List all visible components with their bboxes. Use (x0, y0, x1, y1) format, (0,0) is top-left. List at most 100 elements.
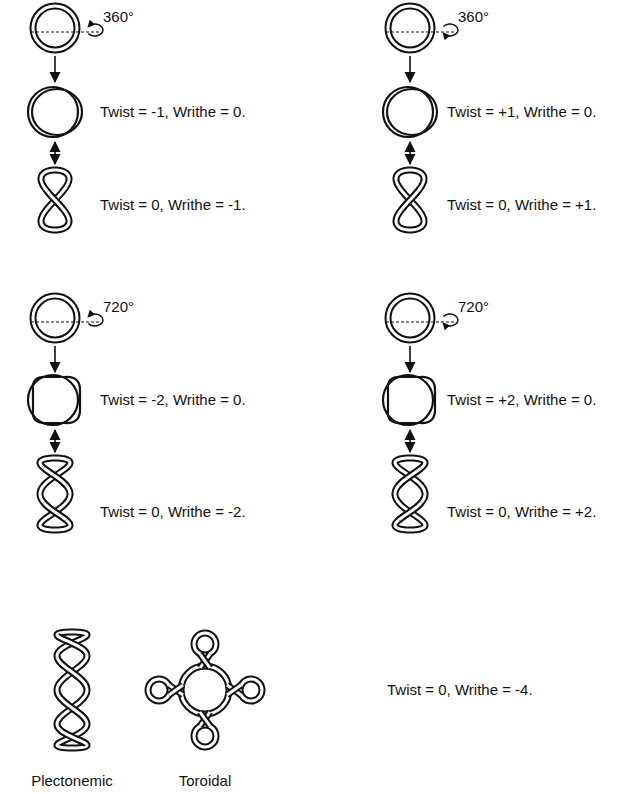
toroidal-lobe (240, 679, 262, 701)
figure-eight (396, 170, 424, 230)
plectonemic-supercoil (57, 726, 87, 745)
relaxed-circle (33, 296, 77, 340)
rotation-axis (386, 321, 454, 322)
relaxed-circle (33, 296, 77, 340)
toroidal-lobe (227, 685, 241, 695)
rotation-arrow (443, 24, 458, 36)
toroidal-lobe (227, 685, 241, 695)
toroidal-lobe (194, 633, 216, 655)
toroidal-lobe (240, 679, 262, 701)
relaxed-circle (33, 6, 77, 50)
relaxed-circle (388, 6, 432, 50)
twist-writhe-label: Twist = -2, Writhe = 0. (100, 392, 246, 409)
rotation-arrow (88, 24, 103, 36)
plectonemic-supercoil (57, 632, 87, 748)
supercoil-loop (44, 468, 66, 485)
toroidal-lobe (200, 654, 210, 668)
figure-eight (48, 192, 63, 209)
toroidal-lobe (194, 725, 216, 747)
twisted-circle (33, 377, 80, 423)
equilibrium-arrow (409, 430, 411, 452)
toroidal-lobe (200, 712, 210, 726)
relaxed-circle (388, 296, 432, 340)
rotation-angle: 360° (458, 9, 489, 26)
rotation-axis (31, 31, 99, 32)
toroidal-lobe (194, 725, 216, 747)
rotation-angle: 720° (458, 299, 489, 316)
relaxed-circle (388, 296, 432, 340)
toroidal-lobe (169, 685, 183, 695)
transition-arrow (409, 56, 411, 82)
transition-arrow (54, 56, 56, 82)
toroidal-lobe (227, 685, 241, 695)
figure-eight (41, 170, 69, 230)
transition-arrow (54, 346, 56, 372)
equilibrium-arrow (409, 142, 411, 164)
twisted-circle (28, 375, 78, 425)
toroidal-lobe (148, 679, 170, 701)
twist-writhe-label: Twist = 0, Writhe = +1. (447, 197, 596, 214)
figure-eight (48, 192, 63, 209)
toroidal-lobe (200, 654, 210, 668)
plectonemic-supercoil (57, 726, 87, 745)
rotation-arrow (443, 314, 458, 326)
supercoil-loop (399, 503, 421, 520)
twisted-circle (383, 375, 433, 425)
twist-writhe-label: Twist = +2, Writhe = 0. (447, 392, 596, 409)
toroidal-lobe (169, 685, 183, 695)
supercoil-loop (395, 458, 425, 530)
supercoil-loop (40, 458, 70, 530)
supercoil-loop (40, 458, 70, 530)
relaxed-circle (388, 6, 432, 50)
plectonemic-supercoil (57, 632, 87, 748)
plectonemic-supercoil (57, 658, 87, 688)
supercoil-loop (44, 468, 66, 485)
toroidal-lobe (200, 712, 210, 726)
toroidal-lobe (169, 685, 183, 695)
toroidal-core (181, 666, 229, 714)
twisted-circle (387, 89, 437, 135)
twisted-circle (383, 87, 433, 137)
relaxed-circle (33, 6, 77, 50)
plectonemic-supercoil (57, 635, 87, 654)
twisted-circle (32, 89, 82, 135)
toroidal-lobe (200, 712, 210, 726)
twist-writhe-label: Twist = +1, Writhe = 0. (447, 104, 596, 121)
form-label: Toroidal (179, 773, 232, 790)
supercoil-loop (399, 468, 421, 485)
supercoil-loop (399, 503, 421, 520)
toroidal-lobe (227, 685, 241, 695)
plectonemic-supercoil (57, 692, 87, 722)
figure-eight (403, 192, 418, 209)
toroidal-core (181, 666, 229, 714)
plectonemic-supercoil (57, 658, 87, 688)
toroidal-lobe (148, 679, 170, 701)
transition-arrow (409, 346, 411, 372)
toroidal-lobe (200, 712, 210, 726)
twist-writhe-label: Twist = 0, Writhe = -1. (100, 197, 246, 214)
twisted-circle (28, 87, 78, 137)
supercoil-loop (395, 458, 425, 530)
toroidal-lobe (169, 685, 183, 695)
twist-writhe-label: Twist = -1, Writhe = 0. (100, 104, 246, 121)
rotation-arrow (88, 314, 103, 326)
rotation-axis (31, 321, 99, 322)
rotation-angle: 720° (103, 299, 134, 316)
plectonemic-supercoil (57, 635, 87, 654)
supercoil-loop (44, 503, 66, 520)
form-label: Plectonemic (31, 773, 113, 790)
twisted-circle (388, 377, 435, 423)
supercoil-loop (399, 468, 421, 485)
figure-eight (403, 192, 418, 209)
supercoil-loop (44, 503, 66, 520)
twist-writhe-label: Twist = 0, Writhe = -2. (100, 504, 246, 521)
rotation-angle: 360° (103, 9, 134, 26)
equilibrium-arrow (54, 142, 56, 164)
twist-writhe-label: Twist = 0, Writhe = -4. (387, 682, 533, 699)
equilibrium-arrow (54, 430, 56, 452)
toroidal-lobe (200, 654, 210, 668)
figure-eight (41, 170, 69, 230)
toroidal-lobe (194, 633, 216, 655)
figure-eight (396, 170, 424, 230)
